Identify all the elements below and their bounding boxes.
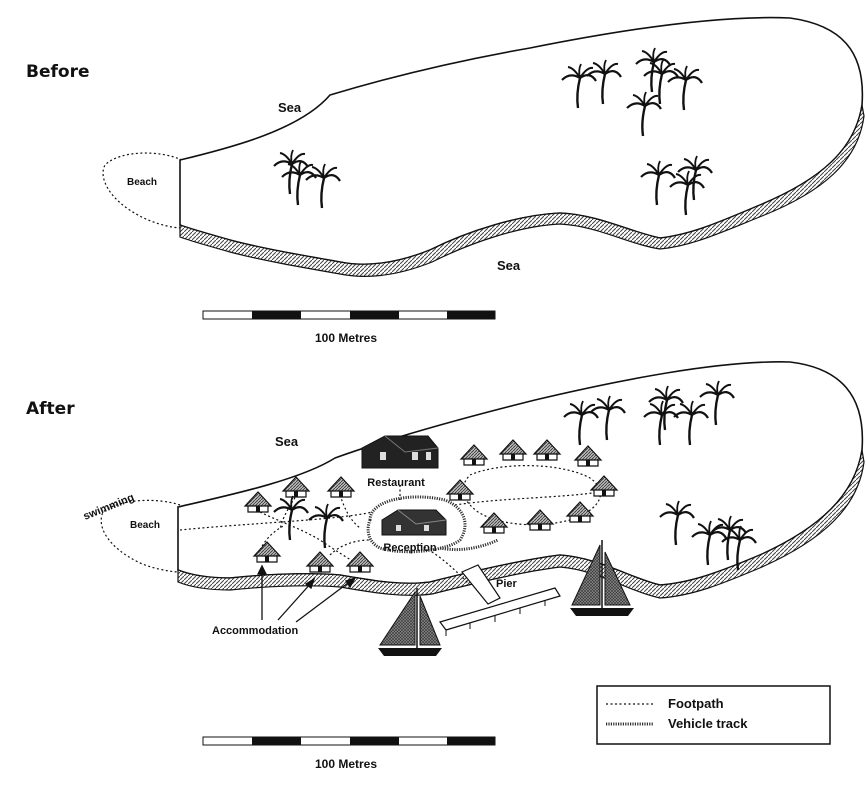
sailboat-icon xyxy=(378,588,442,656)
reception-label: Reception xyxy=(383,542,436,554)
before-scale-bar: 100 Metres xyxy=(202,310,496,345)
sailboat-icon xyxy=(570,540,634,616)
before-sea-label-top: Sea xyxy=(278,100,302,115)
after-beach-label: Beach xyxy=(130,520,160,531)
before-scale-label: 100 Metres xyxy=(315,331,377,345)
legend: Footpath Vehicle track xyxy=(596,685,831,745)
after-title: After xyxy=(26,399,75,419)
pier-label: Pier xyxy=(496,578,518,590)
after-scale-label: 100 Metres xyxy=(315,757,377,771)
before-map: Before Sea Sea Beach xyxy=(26,16,865,345)
accommodation-label: Accommodation xyxy=(212,625,298,637)
after-map: After Sea Beach swimming xyxy=(26,361,865,771)
reception-building xyxy=(381,509,447,536)
pier xyxy=(439,564,561,636)
after-footpaths xyxy=(179,465,601,586)
after-vehicle-track-spur xyxy=(439,538,499,552)
before-beach-outline xyxy=(102,152,183,229)
before-beach-label: Beach xyxy=(127,177,157,188)
accommodation-pointers xyxy=(256,564,357,623)
after-swimming-label: swimming xyxy=(82,492,136,523)
before-sea-label-bottom: Sea xyxy=(497,258,521,273)
after-scale-bar: 100 Metres xyxy=(202,736,496,771)
legend-footpath-label: Footpath xyxy=(668,696,724,711)
restaurant-building xyxy=(361,435,439,469)
after-island xyxy=(177,361,865,599)
before-island xyxy=(179,16,865,277)
restaurant-label: Restaurant xyxy=(367,477,425,489)
after-vehicle-track xyxy=(366,495,467,554)
legend-vehicle-track-label: Vehicle track xyxy=(668,716,748,731)
before-title: Before xyxy=(26,62,89,82)
after-sea-label: Sea xyxy=(275,434,299,449)
after-beach-outline xyxy=(100,499,181,573)
